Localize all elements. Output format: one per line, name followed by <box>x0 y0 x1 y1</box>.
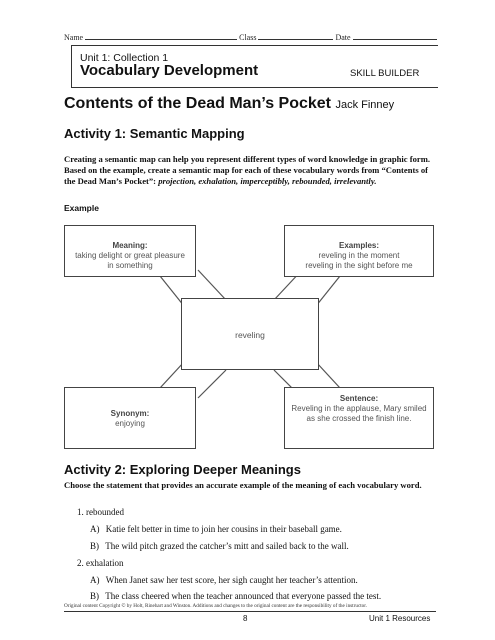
activity1-heading: Activity 1: Semantic Mapping <box>64 126 245 141</box>
activity1-word-list: projection, exhalation, imperceptibly, r… <box>158 176 377 186</box>
center-word-box: reveling <box>181 298 319 370</box>
examples-label: Examples: <box>338 241 380 250</box>
sentence-box: Sentence: Reveling in the applause, Mary… <box>284 387 434 449</box>
connector-examples-diag <box>315 275 341 307</box>
examples-box: Examples: reveling in the moment revelin… <box>284 225 434 277</box>
question-1-word: rebounded <box>86 507 124 517</box>
collection-frame <box>71 45 438 88</box>
option-text: The wild pitch grazed the catcher’s mitt… <box>105 541 349 551</box>
connector-synonym <box>197 369 227 399</box>
activity1-instruction-text: Creating a semantic map can help you rep… <box>64 154 431 186</box>
meaning-label: Meaning: <box>112 241 148 250</box>
story-author: Jack Finney <box>335 99 395 111</box>
question-2-option-b[interactable]: B) The class cheered when the teacher an… <box>90 591 381 602</box>
connector-meaning <box>197 269 227 301</box>
synonym-box: Synonym: enjoying <box>64 387 196 449</box>
option-letter: A) <box>90 524 100 534</box>
name-label: Name <box>64 33 84 42</box>
resources-label: Unit 1 Resources <box>369 614 431 623</box>
activity1-instructions: Creating a semantic map can help you rep… <box>64 154 436 187</box>
question-2-word: exhalation <box>86 558 124 568</box>
example-label: Example <box>64 203 99 213</box>
question-1-option-a[interactable]: A) Katie felt better in time to join her… <box>90 524 342 535</box>
question-2-option-a[interactable]: A) When Janet saw her test score, her si… <box>90 575 358 586</box>
collection-label: Unit 1: Collection 1 <box>80 52 169 64</box>
synonym-text: enjoying <box>115 419 145 428</box>
connector-sentence-diag <box>315 361 341 389</box>
option-text: Katie felt better in time to join her co… <box>105 524 342 534</box>
option-text: When Janet saw her test score, her sigh … <box>105 575 358 585</box>
page-number: 8 <box>243 614 248 623</box>
activity2-instructions: Choose the statement that provides an ac… <box>64 480 422 490</box>
option-letter: B) <box>90 591 99 601</box>
class-label: Class <box>239 33 257 42</box>
date-blank <box>352 31 437 40</box>
section-title: Vocabulary Development <box>80 62 259 79</box>
story-title-line: Contents of the Dead Man’s Pocket Jack F… <box>64 95 394 113</box>
sentence-text: Reveling in the applause, Mary smiled as… <box>291 404 427 423</box>
date-label: Date <box>335 33 351 42</box>
skill-label: SKILL BUILDER <box>350 68 420 79</box>
question-2: 2. exhalation <box>77 558 124 569</box>
examples-line-2: reveling in the sight before me <box>305 261 413 270</box>
map-connectors <box>159 269 341 399</box>
footer-divider <box>64 611 436 612</box>
activity2-heading: Activity 2: Exploring Deeper Meanings <box>64 462 301 477</box>
semantic-map: Meaning: taking delight or great pleasur… <box>64 222 436 452</box>
class-blank <box>258 31 334 40</box>
copyright-notice: Original content Copyright © by Holt, Ri… <box>64 603 368 609</box>
option-letter: A) <box>90 575 100 585</box>
center-word: reveling <box>235 330 265 340</box>
meaning-text: taking delight or great pleasure in some… <box>75 251 185 270</box>
option-text: The class cheered when the teacher annou… <box>105 591 382 601</box>
sentence-label: Sentence: <box>339 394 379 403</box>
student-info-line: Name Class Date <box>64 31 437 42</box>
meaning-box: Meaning: taking delight or great pleasur… <box>64 225 196 277</box>
question-1-option-b[interactable]: B) The wild pitch grazed the catcher’s m… <box>90 541 349 552</box>
question-2-number: 2. <box>77 558 84 568</box>
story-title: Contents of the Dead Man’s Pocket <box>64 95 331 112</box>
question-1-number: 1. <box>77 507 84 517</box>
option-letter: B) <box>90 541 99 551</box>
synonym-label: Synonym: <box>110 409 150 418</box>
connector-meaning-diag <box>159 275 185 307</box>
name-blank <box>85 31 238 40</box>
question-1: 1. rebounded <box>77 507 124 518</box>
examples-line-1: reveling in the moment <box>318 251 400 260</box>
connector-synonym-diag <box>159 361 185 389</box>
